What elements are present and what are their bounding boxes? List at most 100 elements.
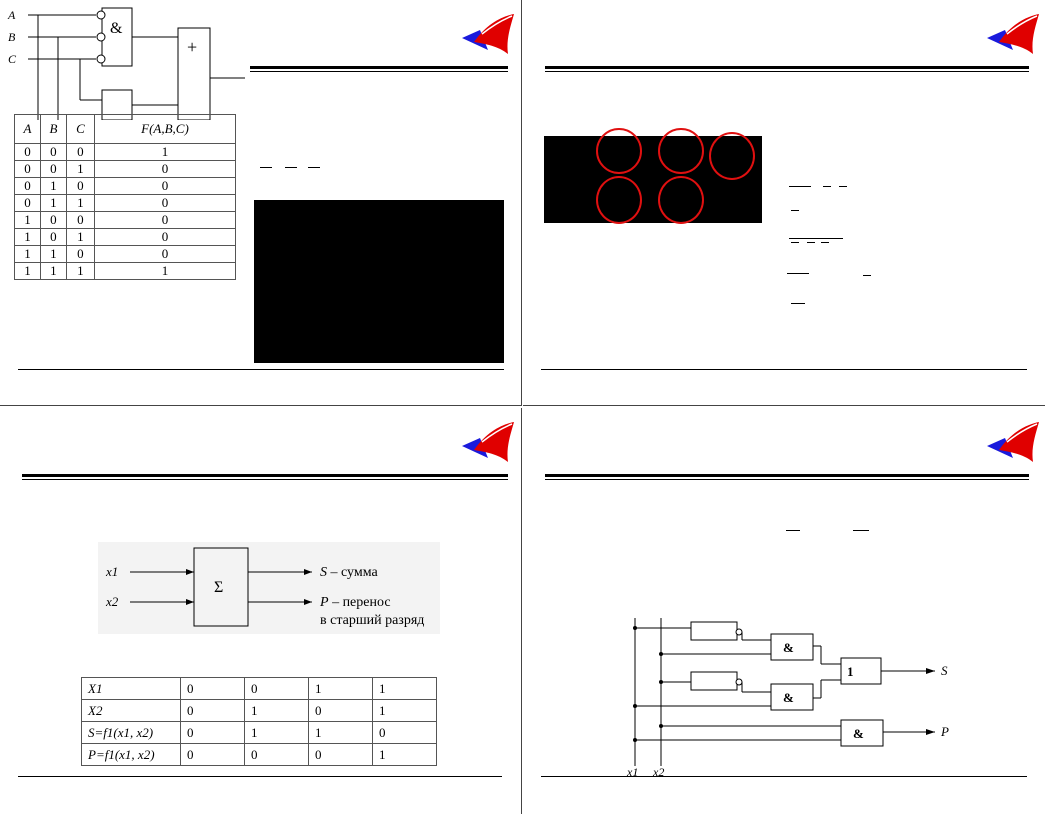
table-cell: 1 [65,160,95,178]
redacted-block [254,200,504,363]
input-x2-label: x2 [105,594,119,609]
slide-3: x1 x2 Σ S – сумма P – перенос в старший … [0,408,522,814]
table-cell: 0 [244,743,309,766]
table-cell: 0 [14,177,41,195]
table-cell: 0 [180,699,245,722]
input-x1-label: x1 [105,564,118,579]
header-rule-thin [545,71,1029,72]
table-cell: X1 [81,677,181,700]
table-cell: 0 [93,228,237,246]
sigma-symbol: Σ [214,579,223,596]
table-cell: 0 [39,228,67,246]
table-cell: 0 [39,160,67,178]
input-a-label: A [7,8,16,22]
logo-icon [987,422,1039,462]
table-cell: 1 [244,721,309,744]
highlight-circle [596,128,642,174]
half-adder-circuit: & & 1 & S P x1 x2 [626,618,949,778]
table-header: A [14,114,41,144]
slide-4: & & 1 & S P x1 x2 [523,408,1045,814]
overline-mark [823,186,831,187]
header-rule-thin [22,479,508,480]
table-cell: 1 [93,143,237,161]
table-cell: 1 [308,677,373,700]
table-cell: 0 [180,677,245,700]
logic-circuit-diagram: A B C & + [7,7,245,120]
logo-icon [987,14,1039,54]
table-cell: 1 [308,721,373,744]
highlight-circle [658,128,704,174]
overline-mark [285,167,297,168]
table-cell: 1 [39,177,67,195]
adder-block-diagram: x1 x2 Σ S – сумма P – перенос в старший … [98,542,440,634]
table-cell: 0 [93,160,237,178]
table-cell: 0 [14,160,41,178]
logo-icon [462,14,514,54]
table-cell: 0 [93,245,237,263]
table-cell: 1 [65,228,95,246]
table-header: B [39,114,67,144]
overline-mark [308,167,320,168]
bus-x2-label: x2 [652,765,664,778]
and-gate-p-label: & [853,726,864,741]
overline-mark [821,242,829,243]
table-cell: 1 [65,262,95,280]
table-cell: 0 [14,143,41,161]
and-gate-2-label: & [783,690,794,705]
table-cell: 0 [372,721,437,744]
table-cell: 1 [14,211,41,229]
table-cell: 0 [244,677,309,700]
overline-mark [791,303,805,304]
table-cell: X2 [81,699,181,722]
header-rule [545,66,1029,69]
output-p-label: P [940,724,949,739]
table-cell: 0 [93,177,237,195]
sum-output-label: S – сумма [320,565,378,580]
overline-mark [787,273,809,274]
table-header: F(A,B,C) [93,114,237,144]
overline-mark [786,530,800,531]
table-cell: 0 [93,194,237,212]
table-cell: 1 [65,194,95,212]
overline-mark [863,275,871,276]
table-cell: 0 [180,721,245,744]
table-cell: 1 [244,699,309,722]
header-rule-thin [250,71,508,72]
table-cell: 0 [65,245,95,263]
or-gate-label: 1 [847,664,854,679]
slide-2 [523,0,1045,406]
overline-mark [853,530,869,531]
overline-mark [260,167,272,168]
footer-rule [541,369,1027,370]
overline-mark [791,242,799,243]
table-cell: 0 [308,699,373,722]
overline-mark [791,210,799,211]
highlight-circle [658,176,704,224]
table-cell: 0 [39,143,67,161]
table-cell: 1 [372,699,437,722]
footer-rule [541,776,1027,777]
table-cell: 0 [93,211,237,229]
header-rule [545,474,1029,477]
input-c-label: C [8,52,17,66]
or-symbol: + [187,37,197,57]
input-b-label: B [8,30,16,44]
table-cell: P=f1(x1, x2) [81,743,181,766]
header-rule-thin [545,479,1029,480]
header-rule [22,474,508,477]
table-cell: 0 [65,143,95,161]
table-cell: 1 [14,228,41,246]
table-cell: 1 [14,262,41,280]
table-cell: 0 [65,211,95,229]
